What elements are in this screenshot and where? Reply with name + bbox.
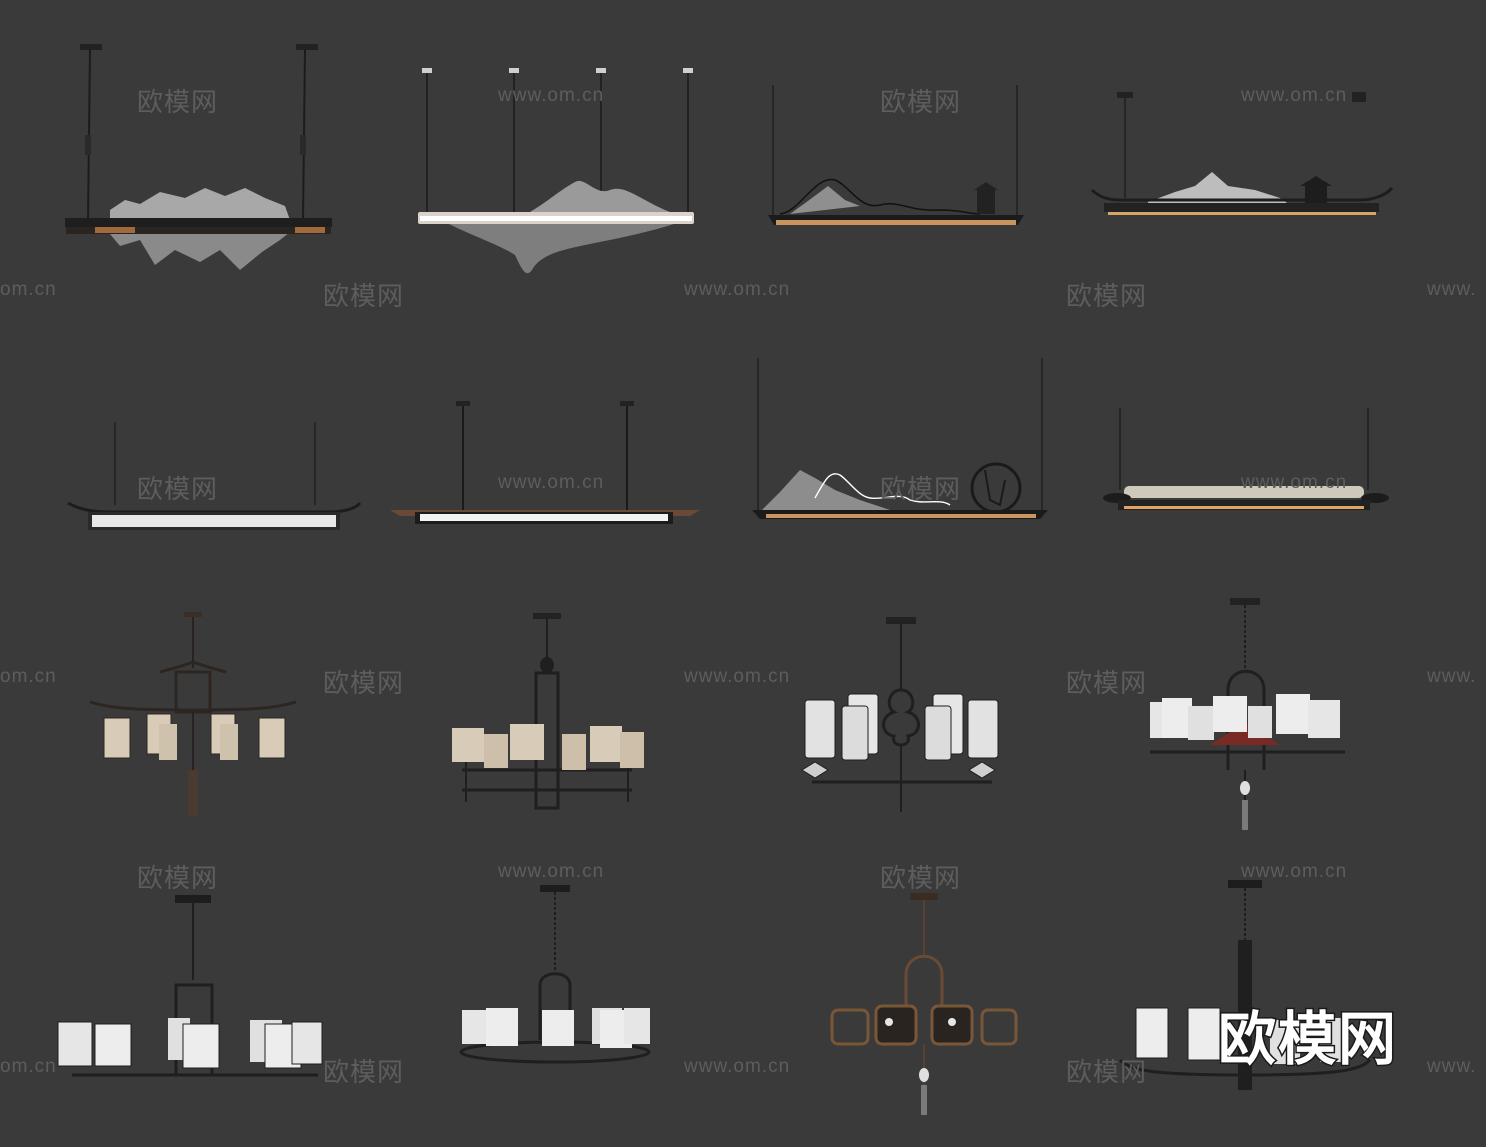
lamp-arch-chandelier-red-ornament — [1150, 598, 1345, 830]
lamp-column-chandelier-white — [1118, 880, 1372, 1090]
lamp-curved-bar-white-tube — [67, 422, 362, 530]
lamp-boat-mountain-pavilion — [768, 85, 1024, 225]
lamp-bronze-arch-frame-chandelier — [830, 893, 1018, 1115]
corner-watermark-logo: 欧模网 — [1216, 1004, 1399, 1075]
lamp-cage-chandelier-white — [57, 895, 323, 1077]
lamp-tiered-chandelier-beige — [452, 613, 644, 810]
lamp-curved-arm-pavilion — [1090, 92, 1394, 215]
lamp-linear-white-wave — [418, 68, 694, 274]
lamp-pagoda-chandelier-beige — [89, 612, 297, 816]
lamp-mountain-moon-disc — [752, 358, 1048, 519]
lamp-linear-mountain-mist — [65, 44, 332, 270]
lamp-tube-linear-endcaps — [1103, 408, 1389, 510]
lamp-long-white-linear — [390, 401, 700, 524]
lamp-quatrefoil-chandelier-white — [801, 617, 999, 812]
lamp-ring-chandelier-white — [459, 885, 651, 1064]
